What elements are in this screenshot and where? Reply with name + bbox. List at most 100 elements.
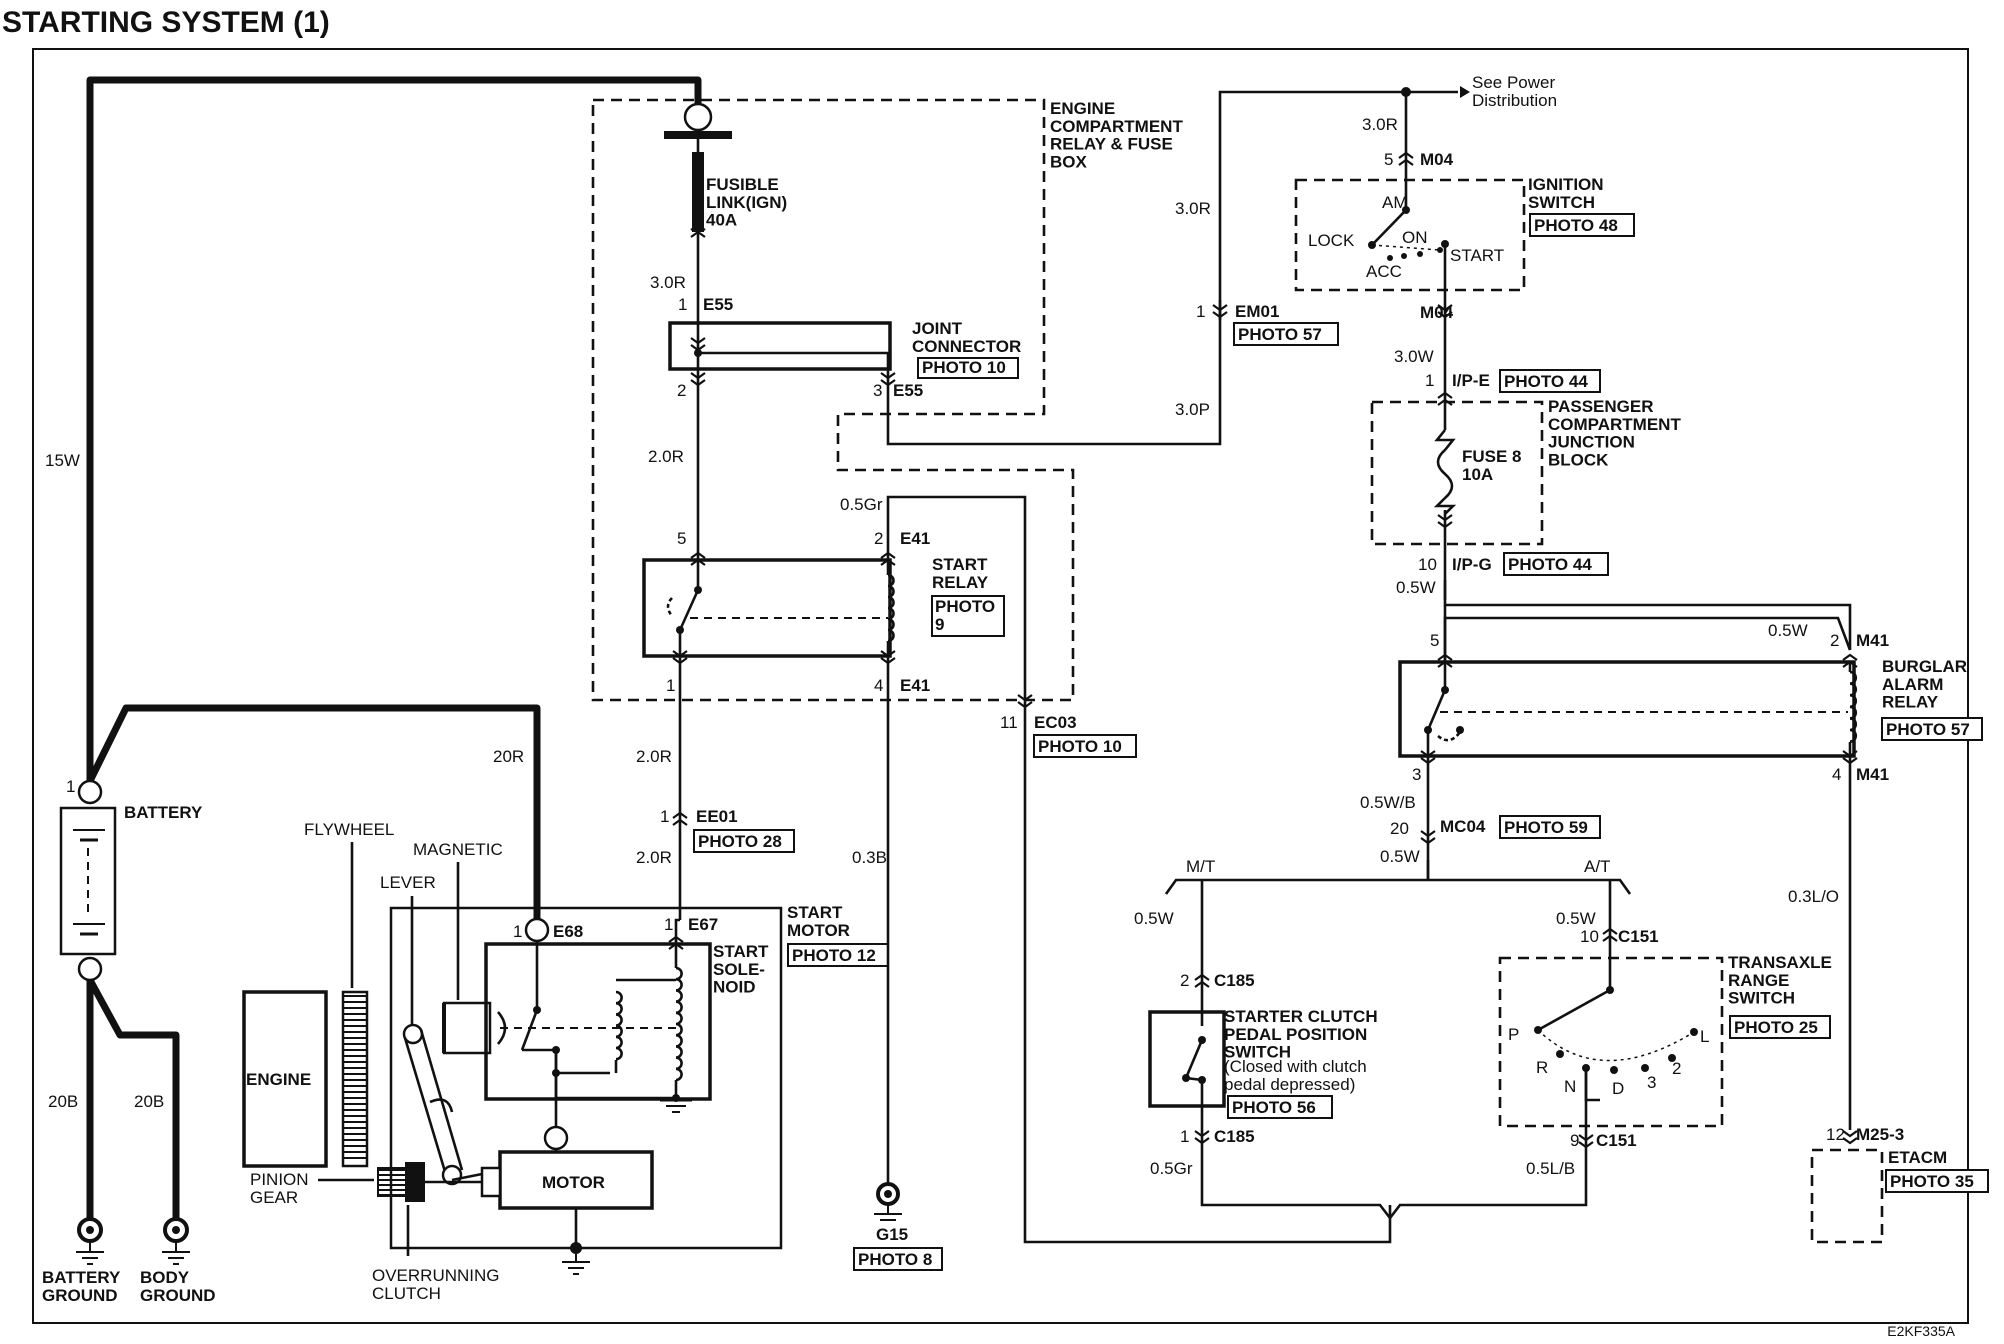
connector-chevron bbox=[1602, 927, 1618, 935]
wire-3p-ignition bbox=[886, 90, 1406, 446]
wire-label: 0.5W/B bbox=[1360, 793, 1416, 812]
battery-label: BATTERY bbox=[124, 803, 203, 822]
pin-label: 11 bbox=[1000, 713, 1018, 732]
wire-label: 3.0R bbox=[650, 273, 686, 292]
connector-g15: G15 bbox=[876, 1225, 908, 1244]
connector-chevron bbox=[1842, 750, 1858, 758]
connector-chevron bbox=[690, 230, 706, 238]
connector-chevron bbox=[1017, 694, 1033, 702]
connector-ipg: I/P-G bbox=[1452, 555, 1492, 574]
pin-label: 10 bbox=[1418, 555, 1437, 574]
lever-label: LEVER bbox=[380, 873, 436, 892]
connector-e67: E67 bbox=[688, 915, 718, 934]
ign-position: ON bbox=[1402, 228, 1428, 247]
connector-chevron bbox=[1842, 757, 1858, 765]
engine-block bbox=[242, 990, 328, 1168]
photo-25-label: PHOTO 25 bbox=[1734, 1018, 1818, 1037]
pin-label: 9 bbox=[1570, 1131, 1579, 1150]
pin-label: 5 bbox=[1384, 150, 1393, 169]
wire-05gr-ec03 bbox=[886, 495, 1392, 1244]
connector-chevron bbox=[1437, 304, 1453, 312]
motor-label: MOTOR bbox=[542, 1173, 605, 1192]
pin-label: 3 bbox=[1412, 765, 1421, 784]
connector-chevron bbox=[672, 650, 688, 658]
photo-56-label: PHOTO 56 bbox=[1232, 1098, 1316, 1117]
wire-20b-body bbox=[86, 978, 180, 1222]
connector-e41a: E41 bbox=[900, 529, 930, 548]
connector-chevron bbox=[1842, 653, 1858, 661]
pin-label: 4 bbox=[1832, 765, 1841, 784]
ignition-switch-box bbox=[1294, 178, 1526, 292]
pin-label: 5 bbox=[1430, 631, 1439, 650]
branch-mt: M/T bbox=[1186, 857, 1215, 876]
photo-10b-label: PHOTO 10 bbox=[1038, 737, 1122, 756]
pin-label: 2 bbox=[1830, 631, 1839, 650]
connector-chevron bbox=[1842, 1137, 1858, 1145]
connector-chevron bbox=[1578, 1141, 1594, 1149]
pin-label: 1 bbox=[1196, 302, 1205, 321]
wire-label: 0.5L/B bbox=[1526, 1159, 1575, 1178]
diagram-title: STARTING SYSTEM (1) bbox=[2, 6, 330, 39]
connector-chevron bbox=[690, 344, 706, 352]
motor-ground-symbol bbox=[562, 1208, 590, 1275]
engine-fuse-box-outline bbox=[591, 98, 1075, 702]
pin-label: 5 bbox=[677, 529, 686, 548]
g15-ground-symbol bbox=[874, 1182, 902, 1221]
photo-44a-label: PHOTO 44 bbox=[1504, 372, 1588, 391]
connector-chevron bbox=[1212, 304, 1228, 312]
photo-59 bbox=[1499, 815, 1601, 839]
pin-label: 10 bbox=[1580, 927, 1599, 946]
wire-label: 20B bbox=[48, 1092, 78, 1111]
photo-44a bbox=[1499, 369, 1601, 393]
connector-c151a: C151 bbox=[1618, 927, 1659, 946]
diagram-frame bbox=[32, 48, 1969, 1324]
connector-chevron bbox=[1194, 980, 1210, 988]
fusible-link-element bbox=[692, 152, 704, 232]
photo-28 bbox=[693, 829, 795, 853]
etacm-label: ETACM bbox=[1888, 1148, 1947, 1167]
photo-8-label: PHOTO 8 bbox=[858, 1250, 932, 1269]
range-position: L bbox=[1700, 1027, 1709, 1046]
wire-label: 3.0P bbox=[1175, 400, 1210, 419]
connector-chevron bbox=[672, 811, 688, 819]
wire-label: 0.5W bbox=[1768, 621, 1808, 640]
connector-m253: M25-3 bbox=[1856, 1125, 1904, 1144]
etacm-box bbox=[1810, 1148, 1884, 1244]
wire-label: 3.0R bbox=[1175, 199, 1211, 218]
connector-e68: E68 bbox=[553, 922, 583, 941]
passenger-junction-block bbox=[1370, 400, 1544, 546]
pin-label: 12 bbox=[1826, 1125, 1845, 1144]
wire-label: 0.5W bbox=[1556, 909, 1596, 928]
connector-chevron bbox=[690, 223, 706, 231]
wire-label: 2.0R bbox=[648, 447, 684, 466]
branch-bus bbox=[1164, 878, 1632, 895]
pin-label: 1 bbox=[513, 922, 522, 941]
connector-marks bbox=[668, 151, 1858, 1149]
photo-48 bbox=[1529, 213, 1635, 237]
pin-label: 1 bbox=[660, 807, 669, 826]
fusible-link-terminal bbox=[683, 102, 713, 132]
pin-label: 1 bbox=[1180, 1127, 1189, 1146]
battery-ground-symbol bbox=[76, 1217, 104, 1265]
connector-e55: E55 bbox=[703, 295, 733, 314]
wire-label: 3.0R bbox=[1362, 115, 1398, 134]
connector-ipe: I/P-E bbox=[1452, 371, 1490, 390]
pin-label: 2 bbox=[1180, 971, 1189, 990]
connector-chevron bbox=[1194, 1137, 1210, 1145]
burglar-relay-bus bbox=[1443, 616, 1852, 662]
connector-chevron bbox=[1194, 973, 1210, 981]
connector-chevron bbox=[1437, 660, 1453, 668]
fusible-link-bar bbox=[664, 131, 732, 139]
connector-chevron bbox=[1017, 701, 1033, 709]
connector-chevron bbox=[690, 372, 706, 380]
range-position: P bbox=[1508, 1025, 1519, 1044]
connector-c185b: C185 bbox=[1214, 1127, 1255, 1146]
photo-28-label: PHOTO 28 bbox=[698, 832, 782, 851]
